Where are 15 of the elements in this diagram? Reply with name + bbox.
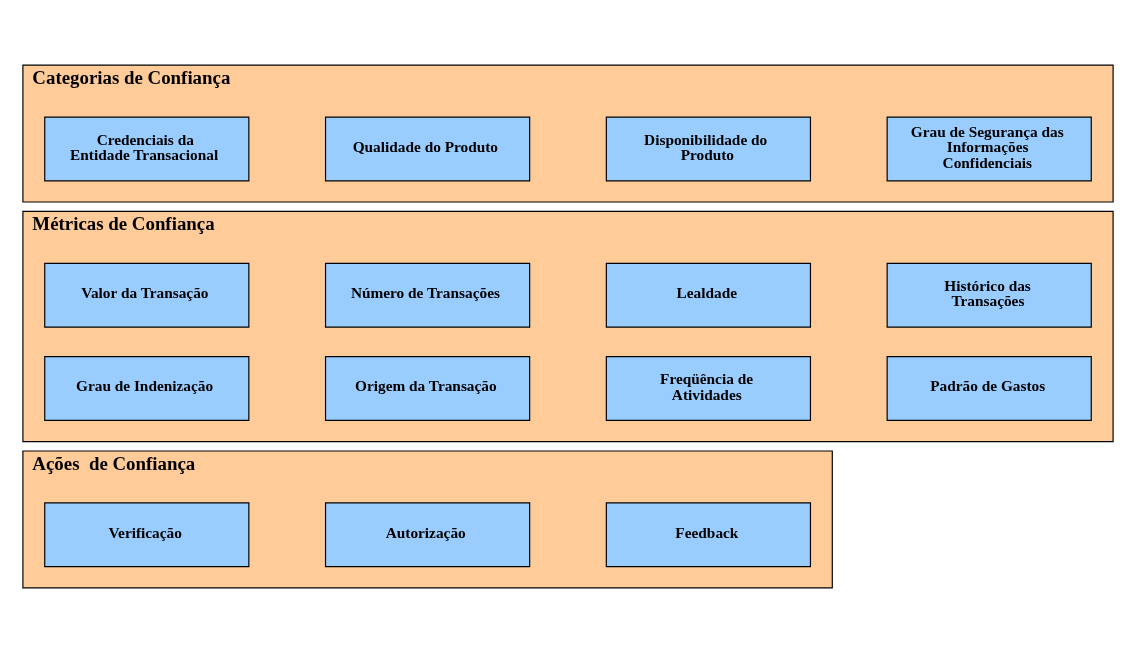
node-box: Valor da Transação <box>44 262 250 328</box>
node-box: Verificação <box>44 501 250 567</box>
node-box: Lealdade <box>605 262 812 328</box>
node-box: Disponibilidade do Produto <box>605 115 812 181</box>
node-box: Padrão de Gastos <box>886 355 1092 421</box>
node-box: Grau de Indenização <box>44 355 250 421</box>
node-box: Número de Transações <box>324 262 531 328</box>
node-box: Histórico das Transações <box>886 262 1092 328</box>
node-box: Freqüência de Atividades <box>605 355 812 421</box>
node-box: Grau de Segurança das Informações Confidenciais <box>886 115 1092 181</box>
node-box: Autorização <box>324 501 531 567</box>
node-box: Qualidade do Produto <box>324 115 531 181</box>
node-box: Feedback <box>605 501 812 567</box>
node-box: Credenciais da Entidade Transacional <box>44 115 250 181</box>
node-box: Origem da Transação <box>324 355 531 421</box>
